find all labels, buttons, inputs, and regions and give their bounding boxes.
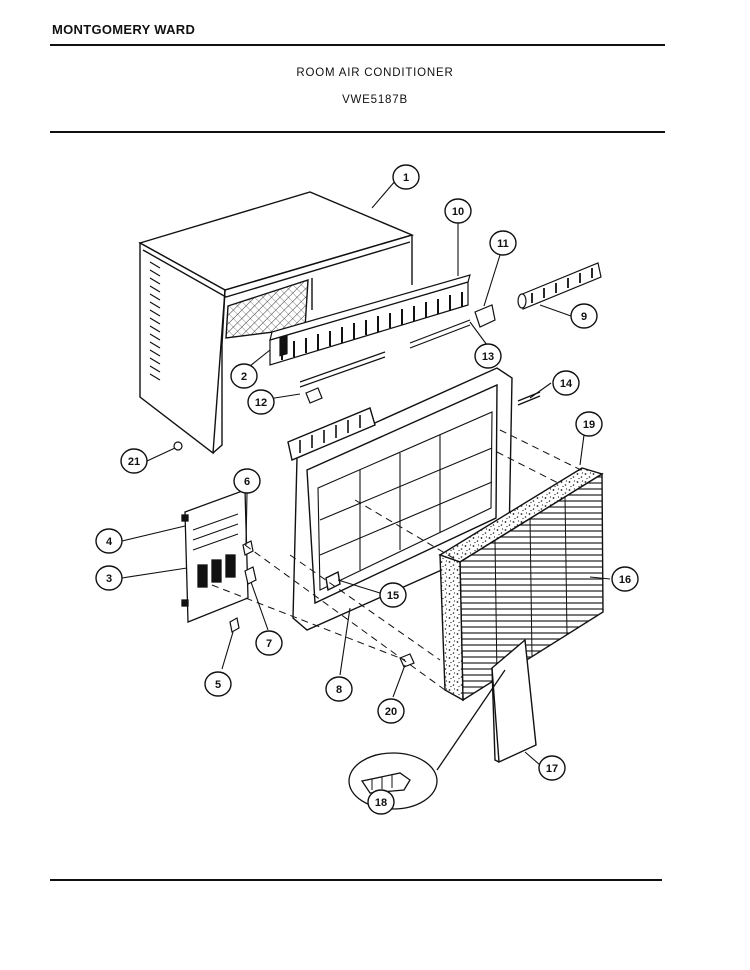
front-frame-part [287, 367, 541, 631]
diagram-title: ROOM AIR CONDITIONER [296, 67, 454, 79]
callout-18: 18 [367, 789, 395, 815]
svg-text:3: 3 [106, 573, 112, 585]
clip-detail-circle [348, 669, 506, 810]
louver-assembly [269, 274, 496, 404]
callout-12: 12 [247, 389, 275, 415]
svg-text:16: 16 [619, 574, 631, 586]
svg-text:10: 10 [452, 206, 464, 218]
svg-text:9: 9 [581, 311, 587, 323]
callout-1: 1 [392, 164, 420, 190]
svg-text:14: 14 [560, 378, 573, 390]
callout-19: 19 [575, 411, 603, 437]
callout-17: 17 [538, 755, 566, 781]
svg-text:4: 4 [106, 536, 113, 548]
callout-8: 8 [325, 676, 353, 702]
alignment-lines [211, 429, 586, 691]
callout-7: 7 [255, 630, 283, 656]
side-panel-part [491, 638, 537, 764]
svg-text:20: 20 [385, 706, 397, 718]
header-divider [50, 131, 665, 133]
svg-text:7: 7 [266, 638, 272, 650]
control-panel-part [181, 489, 249, 623]
svg-text:18: 18 [375, 797, 387, 809]
top-divider [50, 44, 665, 46]
callout-2: 2 [230, 363, 258, 389]
svg-text:5: 5 [215, 679, 221, 691]
svg-text:19: 19 [583, 419, 595, 431]
svg-text:13: 13 [482, 351, 494, 363]
callout-9: 9 [570, 303, 598, 329]
brand-name: MONTGOMERY WARD [52, 22, 196, 37]
small-parts [173, 441, 415, 668]
callout-4: 4 [95, 528, 123, 554]
svg-text:12: 12 [255, 397, 267, 409]
svg-text:1: 1 [403, 172, 409, 184]
callout-16: 16 [611, 566, 639, 592]
callout-3: 3 [95, 565, 123, 591]
callout-10: 10 [444, 198, 472, 224]
bottom-divider [50, 879, 662, 881]
svg-text:11: 11 [497, 238, 509, 250]
small-louver-part [517, 262, 602, 310]
callout-21: 21 [120, 448, 148, 474]
svg-text:21: 21 [128, 456, 140, 468]
callout-15: 15 [379, 582, 407, 608]
callout-5: 5 [204, 671, 232, 697]
grille-filter-part [438, 467, 604, 702]
callout-20: 20 [377, 698, 405, 724]
svg-text:15: 15 [387, 590, 399, 602]
model-number: VWE5187B [342, 94, 408, 106]
callout-6: 6 [233, 468, 261, 494]
leader-lines [121, 179, 611, 766]
svg-text:17: 17 [546, 763, 558, 775]
svg-text:2: 2 [241, 371, 247, 383]
cabinet-part [138, 191, 415, 455]
callout-11: 11 [489, 230, 517, 256]
callout-14: 14 [552, 370, 580, 396]
svg-text:8: 8 [336, 684, 342, 696]
callout-13: 13 [474, 343, 502, 369]
svg-text:6: 6 [244, 476, 250, 488]
